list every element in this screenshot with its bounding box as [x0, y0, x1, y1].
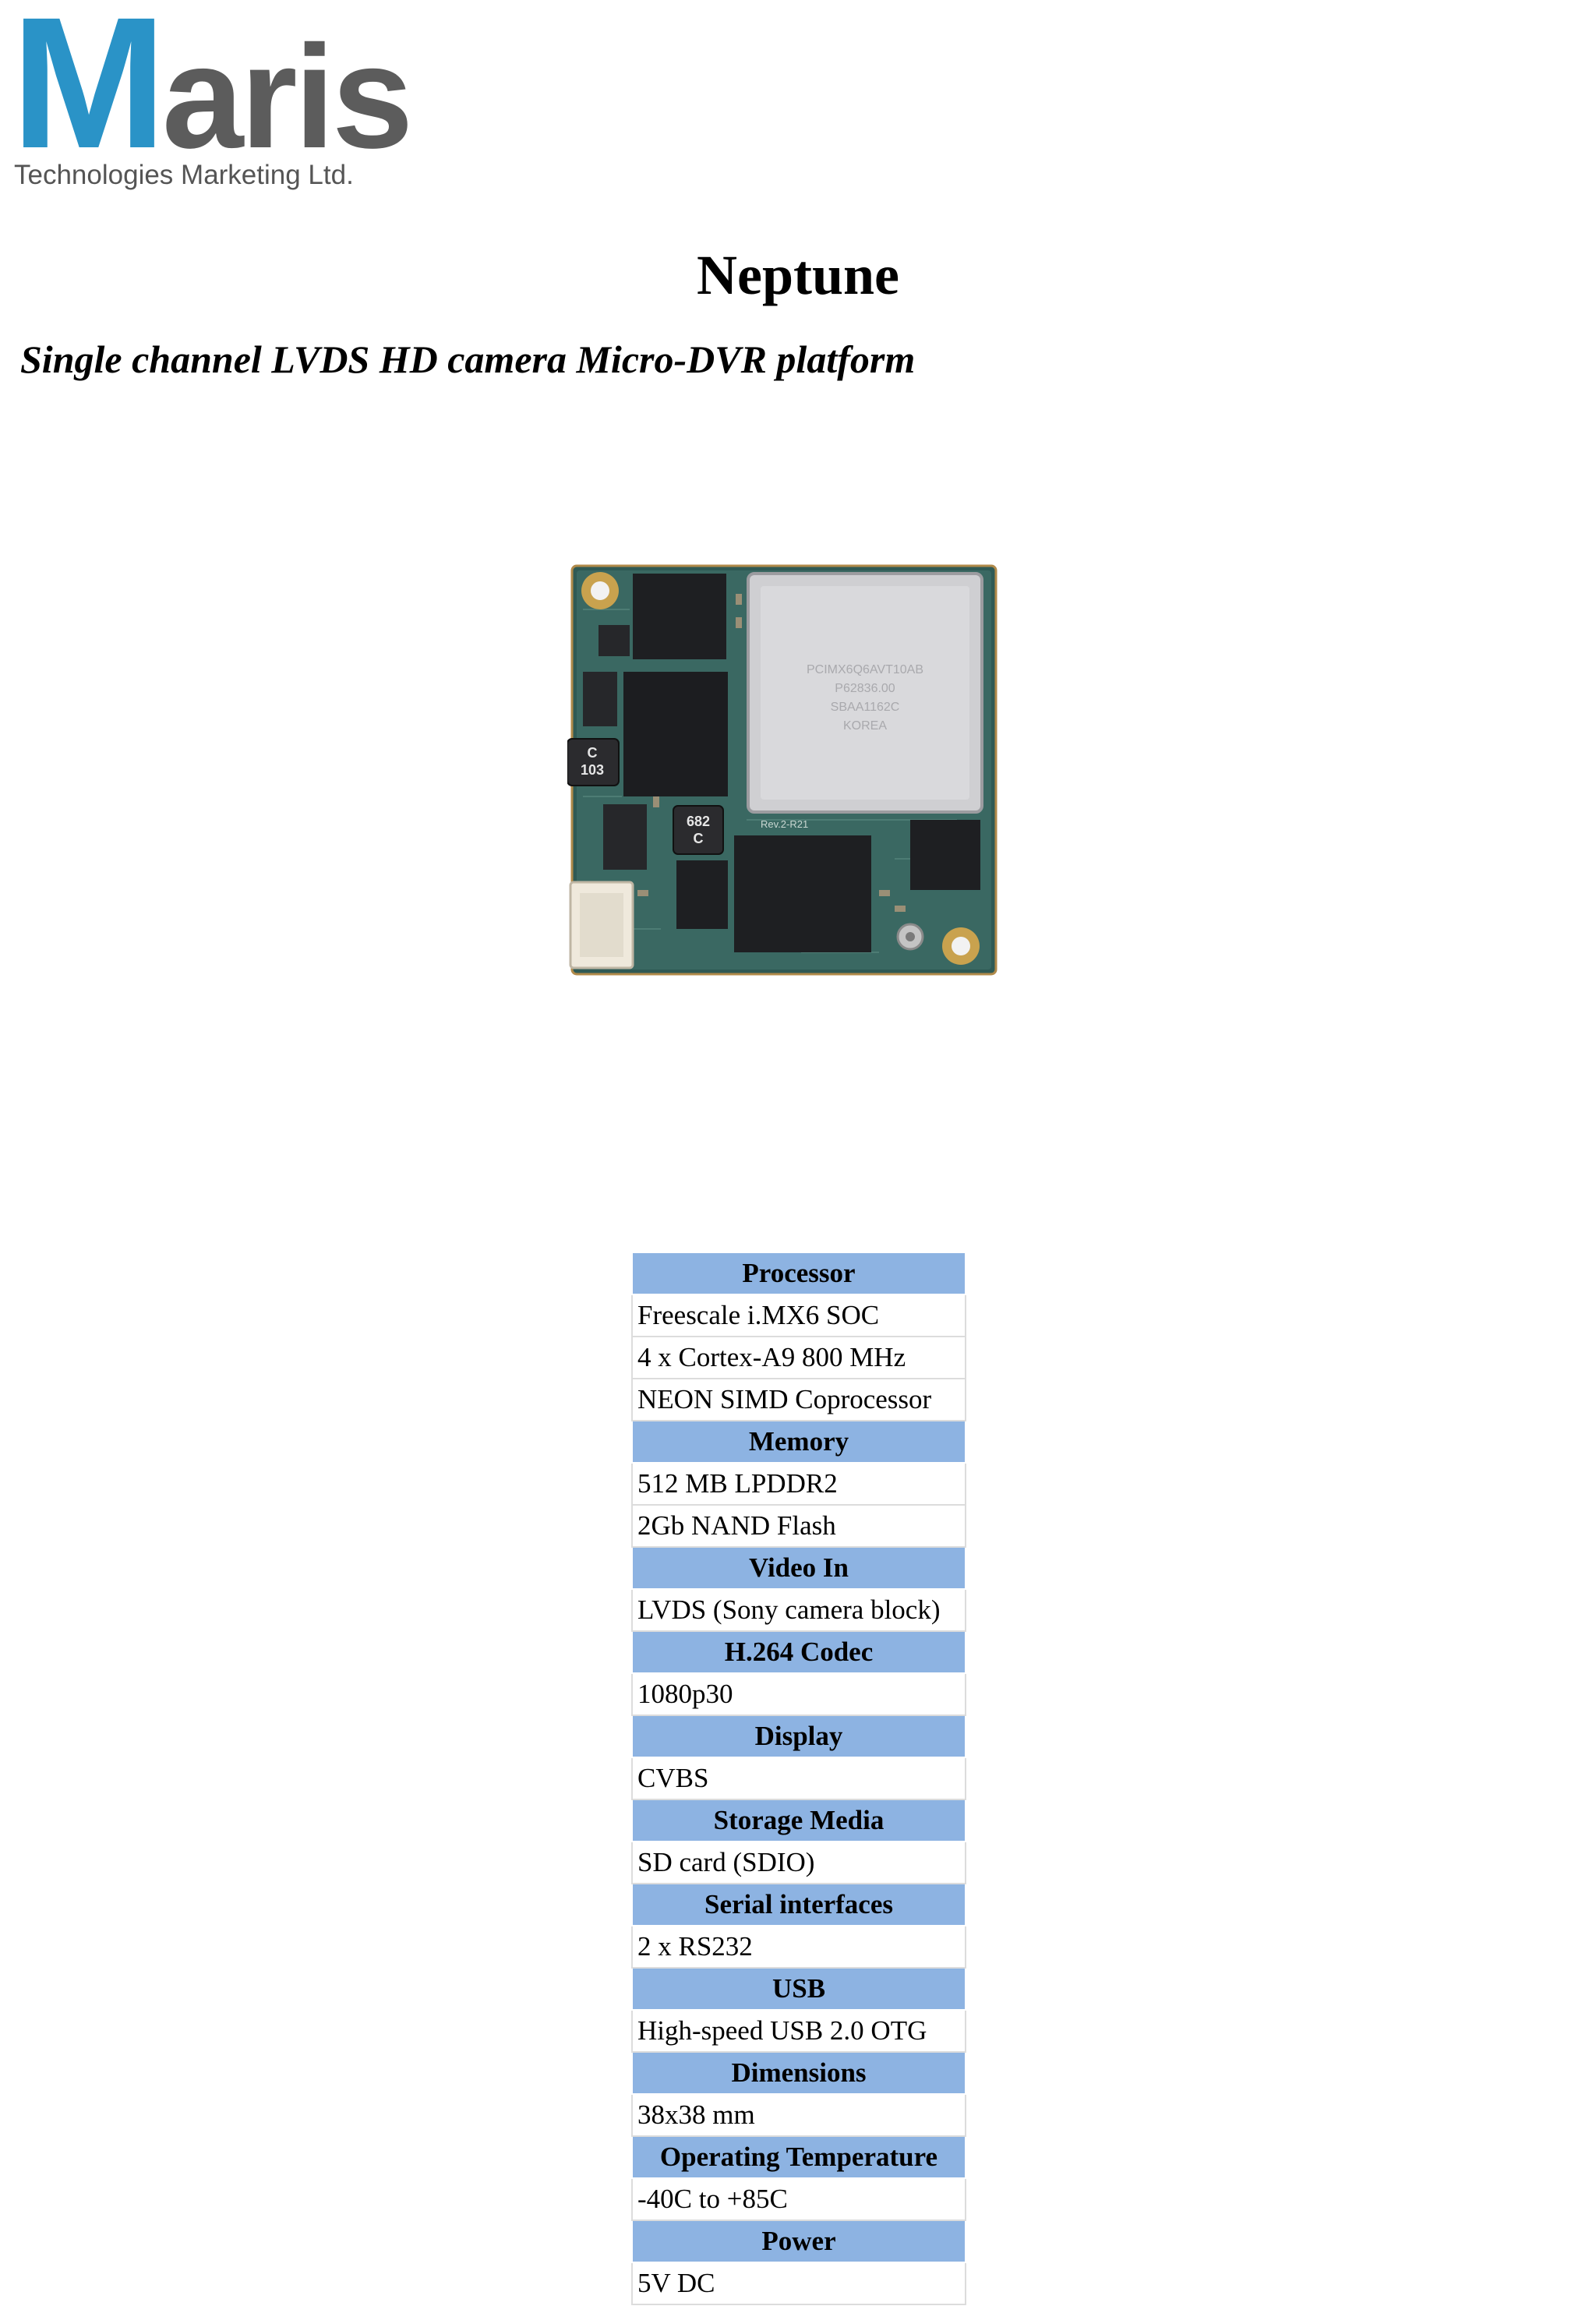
inductor-mid-line-1: 682 — [687, 814, 710, 829]
logo-initial: M — [11, 0, 167, 187]
spec-section-header: Power — [631, 2219, 966, 2263]
spec-section-header: Storage Media — [631, 1799, 966, 1842]
page-title: Neptune — [0, 243, 1596, 308]
silkscreen-revision: Rev.2-R21 — [761, 818, 808, 830]
spec-value-row: NEON SIMD Coprocessor — [631, 1378, 966, 1421]
chip-label-line-3: SBAA1162C — [831, 701, 900, 714]
spec-value-row: CVBS — [631, 1757, 966, 1800]
spec-value: 2 x RS232 — [631, 1925, 966, 1969]
inductor-left-line-1: C — [588, 745, 598, 761]
spec-value-row: 1080p30 — [631, 1672, 966, 1716]
spec-value-row: 2Gb NAND Flash — [631, 1504, 966, 1548]
spec-section-title: Operating Temperature — [631, 2135, 966, 2179]
company-logo: Maris Technologies Marketing Ltd. — [11, 0, 413, 190]
spec-section-header: USB — [631, 1967, 966, 2011]
logo-wordmark: Maris — [11, 0, 414, 178]
spec-section-title: Video In — [631, 1546, 966, 1590]
spec-section-title: Power — [631, 2219, 966, 2263]
spec-section-title: Processor — [631, 1252, 966, 1295]
spec-value: 512 MB LPDDR2 — [631, 1462, 966, 1506]
spec-value-row: LVDS (Sony camera block) — [631, 1588, 966, 1632]
spec-section-header: Processor — [631, 1252, 966, 1295]
spec-value-row: 4 x Cortex-A9 800 MHz — [631, 1336, 966, 1379]
spec-value: NEON SIMD Coprocessor — [631, 1378, 966, 1421]
spec-section-header: Serial interfaces — [631, 1883, 966, 1926]
spec-section-title: Serial interfaces — [631, 1883, 966, 1926]
spec-value: High-speed USB 2.0 OTG — [631, 2009, 966, 2053]
chip-label-line-4: KOREA — [843, 719, 887, 733]
spec-value: SD card (SDIO) — [631, 1841, 966, 1884]
board-photo: PCIMX6Q6AVT10AB P62836.00 SBAA1162C KORE… — [567, 564, 998, 976]
inductor-mid-line-2: C — [694, 831, 704, 846]
spec-value-row: 38x38 mm — [631, 2093, 966, 2137]
spec-value-row: SD card (SDIO) — [631, 1841, 966, 1884]
spec-section-header: Memory — [631, 1420, 966, 1464]
spec-value: 2Gb NAND Flash — [631, 1504, 966, 1548]
spec-section-header: Dimensions — [631, 2051, 966, 2095]
spec-section-header: Video In — [631, 1546, 966, 1590]
spec-section-title: Storage Media — [631, 1799, 966, 1842]
spec-value-row: 2 x RS232 — [631, 1925, 966, 1969]
spec-value: LVDS (Sony camera block) — [631, 1588, 966, 1632]
spec-value-row: High-speed USB 2.0 OTG — [631, 2009, 966, 2053]
page-title-text: Neptune — [696, 244, 899, 306]
spec-value: Freescale i.MX6 SOC — [631, 1294, 966, 1337]
spec-section-title: Memory — [631, 1420, 966, 1464]
inductor-left-line-2: 103 — [581, 762, 604, 778]
spec-value: 38x38 mm — [631, 2093, 966, 2137]
spec-value: 5V DC — [631, 2262, 966, 2305]
chip-label-line-2: P62836.00 — [835, 682, 895, 695]
spec-section-header: Operating Temperature — [631, 2135, 966, 2179]
spec-value-row: -40C to +85C — [631, 2177, 966, 2221]
spec-section-title: Dimensions — [631, 2051, 966, 2095]
spec-value-row: 5V DC — [631, 2262, 966, 2305]
logo-name-rest: aris — [161, 15, 414, 178]
spec-value: 4 x Cortex-A9 800 MHz — [631, 1336, 966, 1379]
page-subtitle: Single channel LVDS HD camera Micro-DVR … — [20, 337, 916, 381]
chip-label-line-1: PCIMX6Q6AVT10AB — [807, 663, 923, 676]
spec-value: 1080p30 — [631, 1672, 966, 1716]
spec-section-header: H.264 Codec — [631, 1630, 966, 1674]
spec-section-header: Display — [631, 1714, 966, 1758]
spec-value-row: Freescale i.MX6 SOC — [631, 1294, 966, 1337]
spec-section-title: USB — [631, 1967, 966, 2011]
spec-value: -40C to +85C — [631, 2177, 966, 2221]
spec-value: CVBS — [631, 1757, 966, 1800]
spec-section-title: Display — [631, 1714, 966, 1758]
spec-section-title: H.264 Codec — [631, 1630, 966, 1674]
spec-value-row: 512 MB LPDDR2 — [631, 1462, 966, 1506]
logo-subtitle: Technologies Marketing Ltd. — [14, 160, 354, 190]
